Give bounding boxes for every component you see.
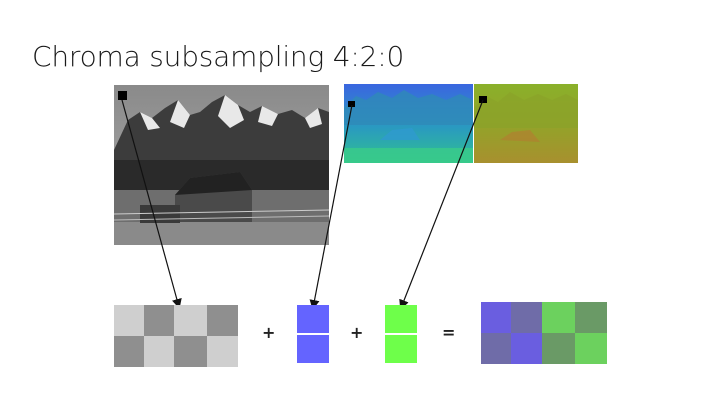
- cb-sample-marker: [348, 101, 355, 107]
- plus-operator: +: [262, 323, 276, 342]
- luma-sample-marker: [118, 91, 127, 100]
- cb-arrow: [309, 104, 353, 310]
- luma-cell: [114, 336, 144, 367]
- result-cell: [481, 333, 511, 364]
- luma-cell: [207, 305, 238, 336]
- cr-image: [474, 84, 578, 163]
- luma-arrow: [121, 99, 182, 309]
- luma-cell: [207, 336, 238, 367]
- luma-cell: [174, 305, 207, 336]
- cb-image: [344, 84, 473, 163]
- luma-block-grid: [114, 305, 238, 367]
- luma-cell: [174, 336, 207, 367]
- cr-arrow: [399, 99, 484, 310]
- result-cell: [542, 333, 575, 364]
- luma-cell: [144, 336, 174, 367]
- result-cell: [511, 333, 542, 364]
- result-cell: [542, 302, 575, 333]
- cr-sample-marker: [479, 96, 487, 103]
- diagram-title: Chroma subsampling 4:2:0: [32, 40, 405, 73]
- luma-cell: [144, 305, 174, 336]
- result-block-grid: [481, 302, 607, 364]
- plus-operator: +: [350, 323, 364, 342]
- result-cell: [575, 333, 607, 364]
- equals-operator: =: [442, 323, 456, 342]
- result-cell: [575, 302, 607, 333]
- cb-block: [297, 305, 329, 363]
- luma-image: [113, 85, 330, 245]
- result-cell: [481, 302, 511, 333]
- cr-block: [385, 305, 417, 363]
- result-cell: [511, 302, 542, 333]
- luma-cell: [114, 305, 144, 336]
